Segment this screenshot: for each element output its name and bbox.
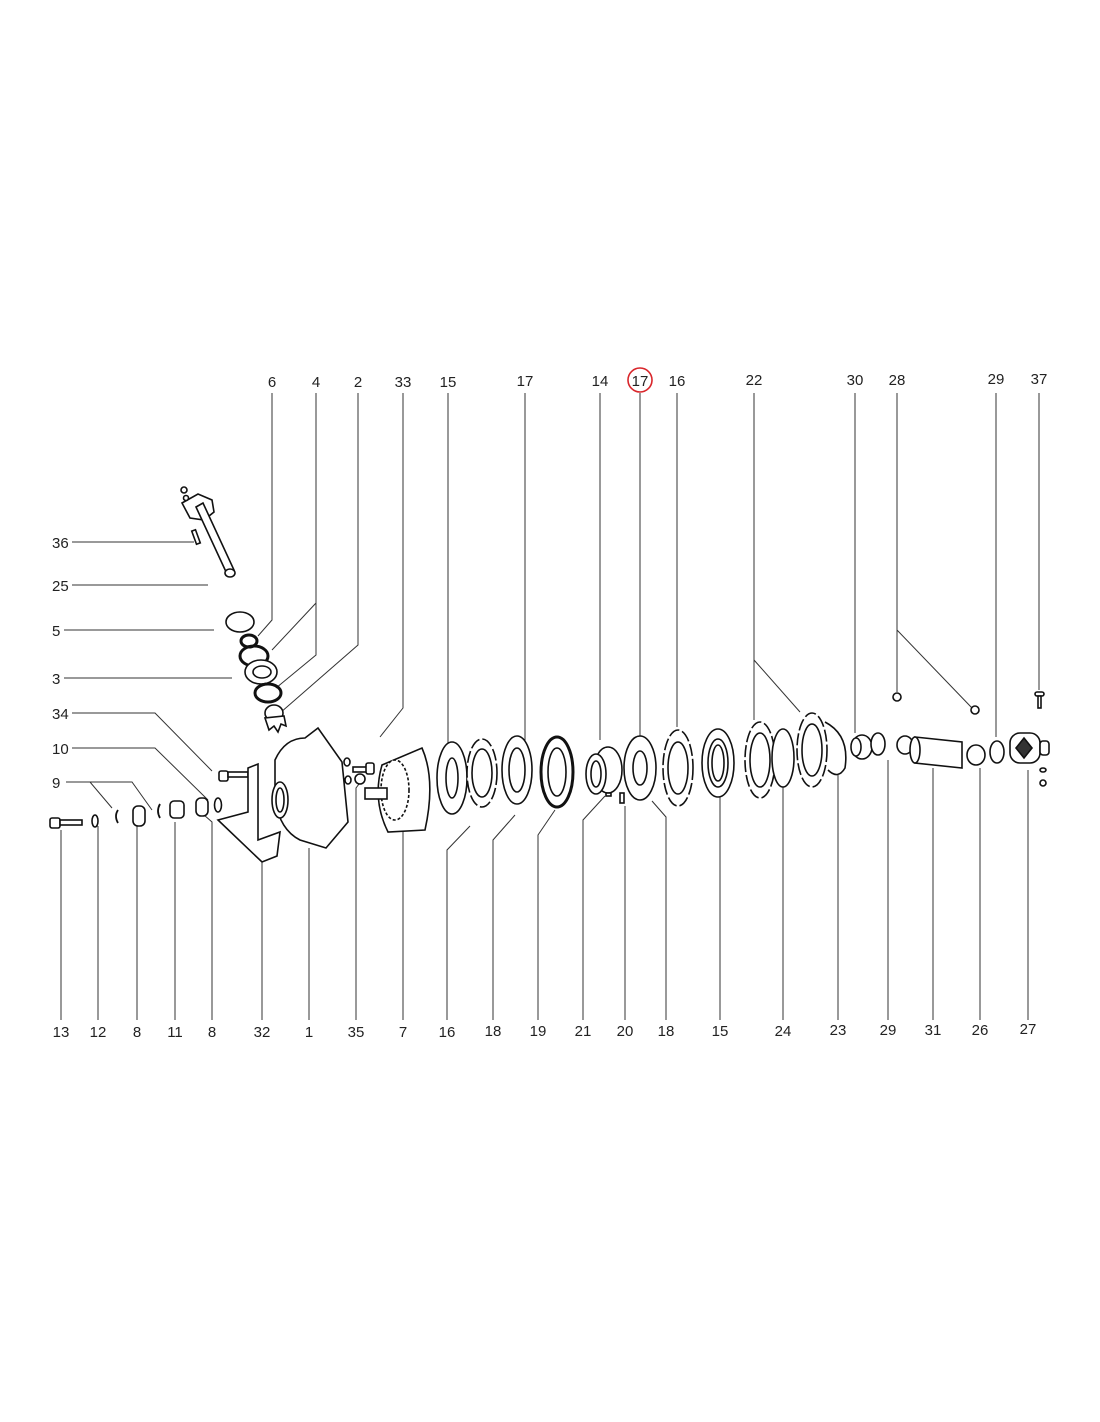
label-29b: 29: [880, 1022, 897, 1039]
parts: [49, 486, 1050, 863]
label-15b: 15: [712, 1023, 729, 1040]
part-20-key: [619, 792, 625, 804]
part-11-bushing: [169, 800, 185, 819]
part-10-ring: [213, 797, 223, 813]
part-5-circlip: [225, 611, 255, 633]
label-1: 1: [305, 1024, 313, 1041]
label-4: 4: [312, 374, 320, 391]
left-labels: 36 25 5 3 34 10 9: [52, 535, 69, 792]
label-21: 21: [575, 1023, 592, 1040]
label-6: 6: [268, 374, 276, 391]
part-19-cage: [539, 735, 575, 809]
label-33: 33: [395, 374, 412, 391]
label-16: 16: [669, 373, 686, 390]
label-3: 3: [52, 671, 60, 688]
label-11: 11: [167, 1024, 183, 1041]
label-7: 7: [399, 1024, 407, 1041]
part-8-bushing-b: [195, 797, 209, 817]
label-26: 26: [972, 1022, 989, 1039]
part-32-bracket: [216, 762, 281, 863]
label-24: 24: [775, 1023, 792, 1040]
part-22-plate-b: [796, 712, 828, 788]
label-29: 29: [988, 371, 1005, 388]
label-19: 19: [530, 1023, 547, 1040]
label-17-highlighted: 17: [632, 373, 649, 390]
part-9-clip: [115, 809, 119, 824]
label-31: 31: [925, 1022, 942, 1039]
label-18b: 18: [658, 1023, 675, 1040]
part-16-plate-b: [662, 729, 694, 807]
part-30-coupling: [850, 734, 873, 760]
part-1-housing: [271, 726, 349, 849]
label-37: 37: [1031, 371, 1048, 388]
label-17: 17: [517, 373, 534, 390]
part-15-washer: [436, 741, 468, 815]
part-17-plate-highlighted: [623, 735, 657, 801]
part-17-plate: [501, 735, 533, 805]
label-13: 13: [53, 1024, 70, 1041]
label-34: 34: [52, 706, 69, 723]
label-8: 8: [133, 1024, 141, 1041]
part-7-crown-gear: [364, 746, 431, 833]
part-28-ball: [892, 692, 902, 702]
label-20: 20: [617, 1023, 634, 1040]
label-10: 10: [52, 741, 69, 758]
label-25: 25: [52, 578, 69, 595]
label-27: 27: [1020, 1021, 1037, 1038]
label-5: 5: [52, 623, 60, 640]
part-16-plate: [466, 738, 498, 808]
part-27-coupling: [1009, 732, 1050, 764]
part-25-shaft: [180, 486, 236, 578]
part-21-pin: [605, 792, 612, 797]
part-29-ring: [870, 732, 886, 756]
part-12-ring: [91, 814, 99, 828]
label-15: 15: [440, 374, 457, 391]
part-31-shaft: [896, 735, 986, 769]
leader-lines: [60, 393, 1040, 1020]
part-2-pinion: [263, 704, 288, 734]
label-18: 18: [485, 1023, 502, 1040]
part-33-bolt: [343, 757, 375, 775]
part-24-ring: [771, 728, 795, 788]
label-28: 28: [889, 372, 906, 389]
label-16b: 16: [439, 1024, 456, 1041]
part-4-ring-b: [253, 682, 283, 704]
label-9: 9: [52, 775, 60, 792]
part-14-hub: [585, 746, 623, 795]
bottom-labels: 13 12 8 11 8 32 1 35 7 16 18 19 21 20 18…: [53, 1021, 1037, 1041]
part-22-plate: [744, 721, 776, 799]
label-23: 23: [830, 1022, 847, 1039]
part-34-bolt: [218, 770, 249, 782]
label-8b: 8: [208, 1024, 216, 1041]
label-22: 22: [746, 372, 763, 389]
part-28-ball-b: [970, 705, 980, 715]
part-23-circlip: [824, 721, 847, 776]
label-12: 12: [90, 1024, 107, 1041]
top-labels: 6 4 2 33 15 17 14 17 16 22 30 28 29 37: [268, 367, 1048, 393]
label-32: 32: [254, 1024, 271, 1041]
label-14: 14: [592, 373, 609, 390]
part-29-ring-b: [989, 740, 1005, 764]
label-35: 35: [348, 1024, 365, 1041]
part-8-bushing: [132, 805, 146, 827]
part-9-clip-b: [157, 803, 161, 819]
part-35-nut: [344, 773, 366, 785]
part-37-screw: [1034, 691, 1047, 787]
label-36: 36: [52, 535, 69, 552]
part-3-bearing: [244, 659, 278, 685]
part-15-washer-b: [701, 728, 735, 798]
part-13-bolt: [49, 817, 83, 829]
label-30: 30: [847, 372, 864, 389]
label-2: 2: [354, 374, 362, 391]
highlight-circle: [627, 367, 653, 393]
